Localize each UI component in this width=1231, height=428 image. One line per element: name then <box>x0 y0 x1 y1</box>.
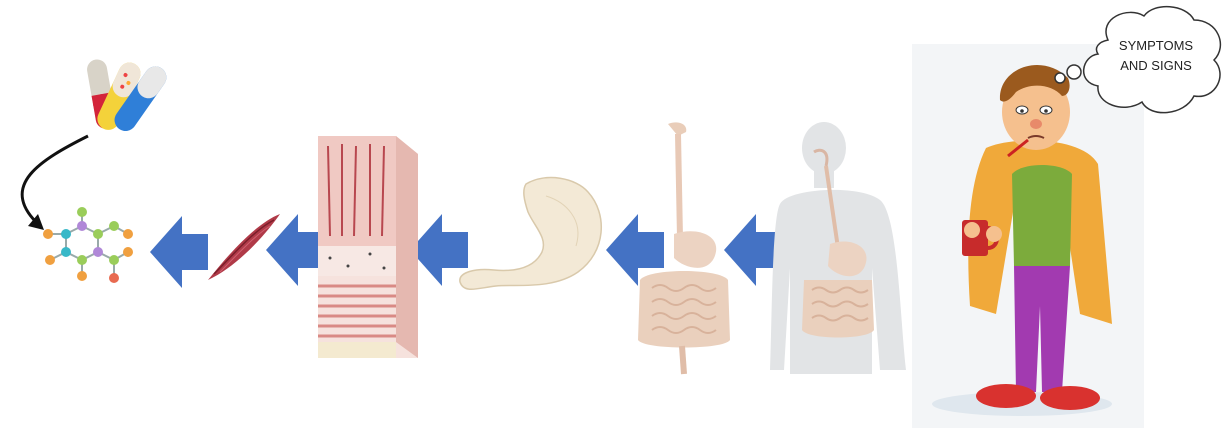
arrow-left-1-icon <box>150 212 210 292</box>
digestive-tract-icon <box>628 118 740 380</box>
thought-bubble: SYMPTOMS AND SIGNS <box>1048 0 1228 122</box>
human-silhouette-icon <box>768 118 914 374</box>
molecule-icon <box>38 204 138 286</box>
tissue-block-icon <box>318 136 418 358</box>
muscle-cell-icon <box>204 210 284 286</box>
thought-line-2: AND SIGNS <box>1120 58 1192 73</box>
stomach-icon <box>456 172 616 302</box>
thought-line-1: SYMPTOMS <box>1119 38 1193 53</box>
